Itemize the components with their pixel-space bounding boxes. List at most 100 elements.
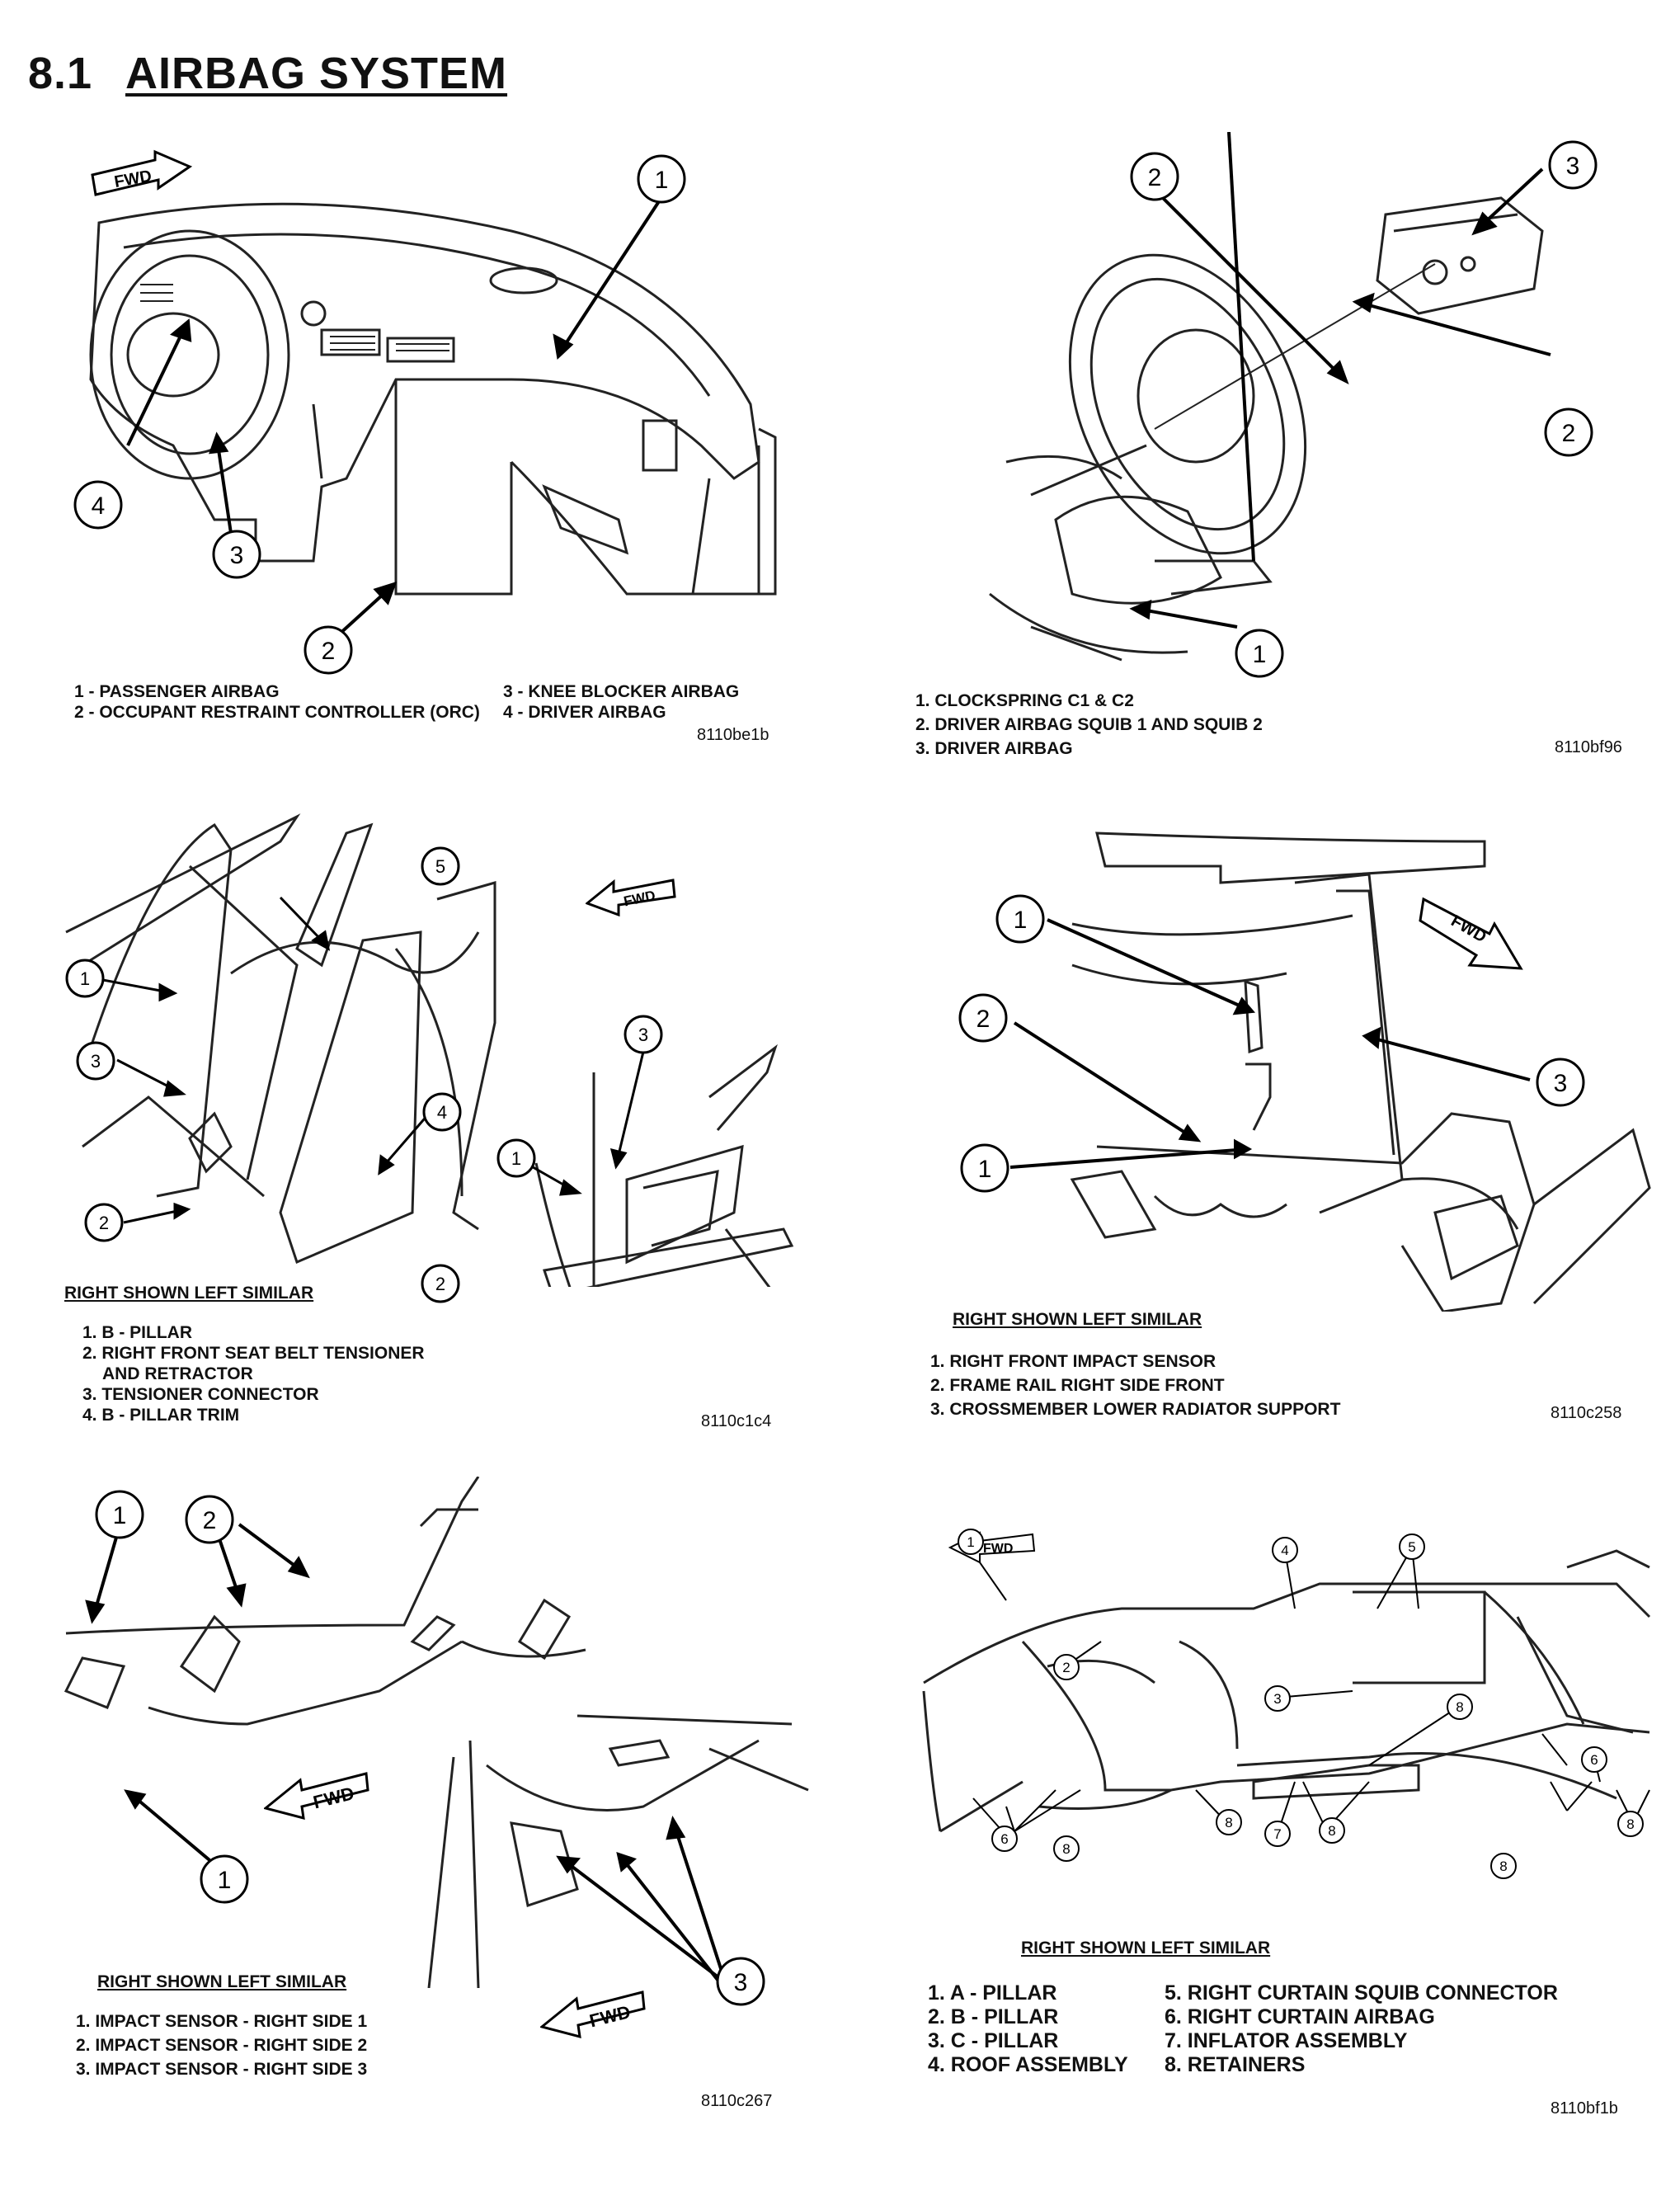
svg-text:1: 1 [1253, 641, 1267, 668]
callout-5: 5 [1399, 1533, 1425, 1560]
callout-8: 8 [1617, 1811, 1644, 1837]
svg-text:8: 8 [1225, 1815, 1232, 1830]
svg-text:2: 2 [435, 1274, 445, 1294]
instrument-panel-illustration [89, 192, 777, 637]
view-note: RIGHT SHOWN LEFT SIMILAR [64, 1284, 314, 1303]
callout-2-top: 2 [1130, 152, 1179, 201]
callout-3: 3 [1264, 1685, 1291, 1712]
callout-2: 2 [1053, 1654, 1080, 1680]
legend-right: 3 - KNEE BLOCKER AIRBAG 4 - DRIVER AIRBA… [503, 682, 740, 722]
svg-text:1: 1 [113, 1502, 127, 1529]
fwd-arrow-icon: FWD [264, 1772, 369, 1821]
fwd-arrow-icon-lower: FWD [540, 1990, 646, 2039]
figure-b-pillar: 1 3 2 4 5 1 3 2 FWD [49, 800, 825, 1303]
svg-text:4: 4 [92, 492, 106, 520]
callout-4: 4 [1272, 1537, 1298, 1563]
svg-text:7: 7 [1273, 1826, 1281, 1842]
callout-6-right: 6 [1581, 1746, 1607, 1773]
callout-1-lower: 1 [960, 1143, 1009, 1193]
figure-code: 8110c258 [1551, 1404, 1622, 1422]
figure-code: 8110c1c4 [701, 1412, 772, 1430]
svg-text:1: 1 [967, 1534, 974, 1550]
legend: 1. RIGHT FRONT IMPACT SENSOR 2. FRAME RA… [930, 1352, 1341, 1419]
callout-3: 3 [1548, 140, 1598, 190]
callout-8: 8 [1490, 1853, 1517, 1879]
figure-steering-wheel: 2 2 3 1 [907, 132, 1666, 709]
callout-3: 3 [76, 1041, 115, 1081]
svg-text:8: 8 [1626, 1816, 1634, 1832]
callout-1: 1 [65, 959, 105, 998]
section-number: 8.1 [28, 49, 93, 98]
svg-text:2: 2 [322, 638, 336, 665]
svg-text:8: 8 [1062, 1841, 1070, 1857]
callout-8: 8 [1053, 1835, 1080, 1862]
callout-8: 8 [1319, 1817, 1345, 1844]
callout-2: 2 [185, 1495, 234, 1544]
view-note: RIGHT SHOWN LEFT SIMILAR [953, 1310, 1202, 1329]
figure-code: 8110bf1b [1551, 2099, 1618, 2118]
svg-text:3: 3 [91, 1051, 101, 1072]
callout-1-upper: 1 [995, 894, 1045, 944]
svg-text:3: 3 [1566, 153, 1580, 180]
svg-text:1: 1 [978, 1156, 992, 1183]
front-impact-sensor-illustration [1009, 832, 1651, 1312]
callout-7: 7 [1264, 1821, 1291, 1847]
svg-text:5: 5 [1408, 1539, 1415, 1555]
figure-curtain-airbag: FWD 1 2 3 4 5 6 6 7 8 8 8 8 8 8 [907, 1518, 1666, 1930]
figure-instrument-panel: FWD 1 2 3 4 [49, 132, 825, 759]
callout-2: 2 [958, 993, 1008, 1043]
callout-2: 2 [304, 625, 353, 675]
svg-text:3: 3 [1554, 1070, 1568, 1097]
legend: 1. B - PILLAR 2. RIGHT FRONT SEAT BELT T… [82, 1323, 425, 1425]
callout-6-left: 6 [991, 1826, 1018, 1852]
steering-wheel-illustration [989, 132, 1551, 662]
callout-1: 1 [637, 154, 686, 204]
svg-text:3: 3 [734, 1969, 748, 1996]
legend-left: 1 - PASSENGER AIRBAG 2 - OCCUPANT RESTRA… [74, 682, 480, 722]
svg-text:3: 3 [1273, 1691, 1281, 1707]
fwd-arrow-icon: FWD [91, 149, 193, 196]
curtain-airbag-illustration [922, 1545, 1651, 1836]
svg-text:4: 4 [1281, 1543, 1288, 1558]
svg-text:2: 2 [1562, 420, 1576, 447]
svg-text:2: 2 [976, 1006, 991, 1033]
callout-3: 3 [716, 1957, 765, 2006]
figure-code: 8110be1b [697, 726, 769, 744]
svg-text:1: 1 [1014, 907, 1028, 934]
figure-side-impact-sensors: 1 2 1 3 FWD [49, 1477, 825, 2006]
legend: 1. CLOCKSPRING C1 & C2 2. DRIVER AIRBAG … [915, 691, 1263, 758]
svg-text:2: 2 [1062, 1660, 1070, 1675]
legend-left: 1. A - PILLAR 2. B - PILLAR 3. C - PILLA… [928, 1981, 1128, 2076]
figure-front-impact-sensor: 1 2 1 3 FWD [907, 817, 1666, 1312]
callout-4: 4 [73, 480, 123, 530]
callout-1-upper: 1 [95, 1490, 144, 1539]
callout-8: 8 [1447, 1694, 1473, 1720]
callout-1-lower: 1 [200, 1854, 249, 1904]
svg-text:3: 3 [230, 542, 244, 569]
legend: 1. IMPACT SENSOR - RIGHT SIDE 1 2. IMPAC… [76, 2012, 368, 2079]
svg-text:1: 1 [511, 1148, 521, 1169]
svg-text:1: 1 [218, 1867, 232, 1894]
svg-text:8: 8 [1328, 1823, 1335, 1839]
callout-3: 3 [1536, 1058, 1585, 1107]
fwd-arrow-icon: FWD [1419, 897, 1523, 970]
svg-text:5: 5 [435, 856, 445, 877]
svg-text:2: 2 [99, 1213, 109, 1233]
side-impact-sensors-illustration [64, 1477, 809, 1988]
svg-text:1: 1 [655, 167, 669, 194]
view-note: RIGHT SHOWN LEFT SIMILAR [97, 1972, 347, 1991]
svg-text:6: 6 [1000, 1831, 1008, 1847]
callout-8: 8 [1216, 1809, 1242, 1835]
callout-3: 3 [212, 530, 261, 579]
figure-code: 8110c267 [701, 2092, 773, 2110]
svg-text:8: 8 [1499, 1859, 1507, 1874]
callout-1-inset: 1 [496, 1138, 536, 1178]
fwd-label: FWD [983, 1542, 1013, 1556]
callout-5: 5 [421, 846, 460, 886]
svg-text:8: 8 [1456, 1699, 1463, 1715]
callout-2-inset: 2 [421, 1264, 460, 1303]
callout-4: 4 [422, 1092, 462, 1132]
svg-text:1: 1 [80, 968, 90, 989]
callout-1: 1 [1235, 629, 1284, 678]
